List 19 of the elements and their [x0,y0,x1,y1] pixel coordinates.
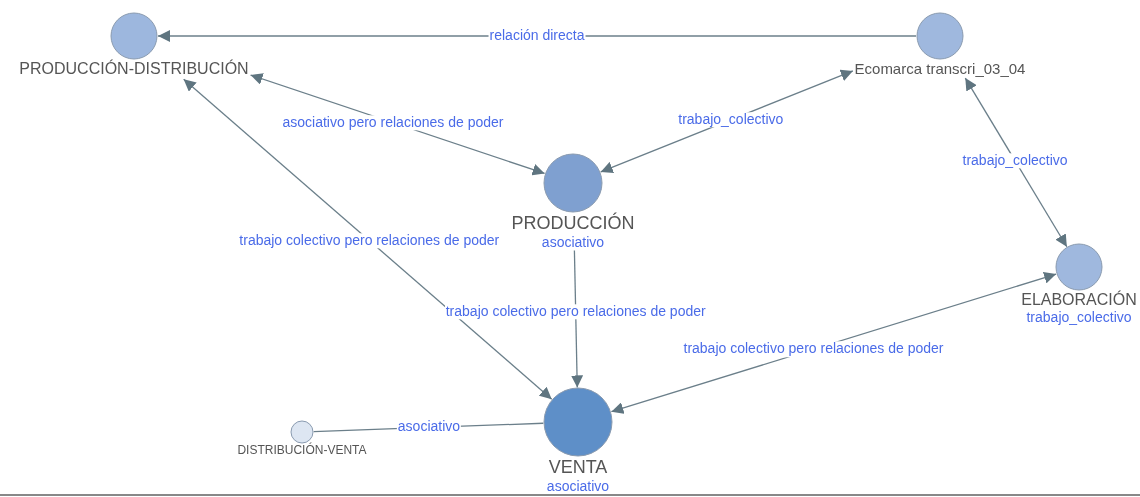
node-label: Ecomarca transcri_03_04 [854,60,1026,78]
node-note: asociativo [541,233,605,250]
node-label: DISTRIBUCIÓN-VENTA [237,444,367,458]
arrow [157,30,917,42]
edge-label: trabajo colectivo pero relaciones de poder [444,304,707,320]
node-label: VENTA [548,457,608,478]
edge-label: trabajo colectivo pero relaciones de poder [238,232,501,249]
edge-label: trabajo colectivo pero relaciones de poder [682,341,945,357]
node-label: ELABORACIÓN [1021,291,1137,310]
edge-label: trabajo_colectivo [961,153,1069,169]
edge-label: asociativo pero relaciones de poder [281,115,505,131]
node-label: PRODUCCIÓN [511,213,635,234]
arrow [964,77,1068,248]
node-note: trabajo_colectivo [1026,309,1132,326]
edge-label: trabajo_colectivo [677,112,785,128]
node-label: PRODUCCIÓN-DISTRIBUCIÓN [19,60,249,79]
node-note: asociativo [546,477,610,494]
arrow [571,249,583,389]
arrow [183,78,553,400]
